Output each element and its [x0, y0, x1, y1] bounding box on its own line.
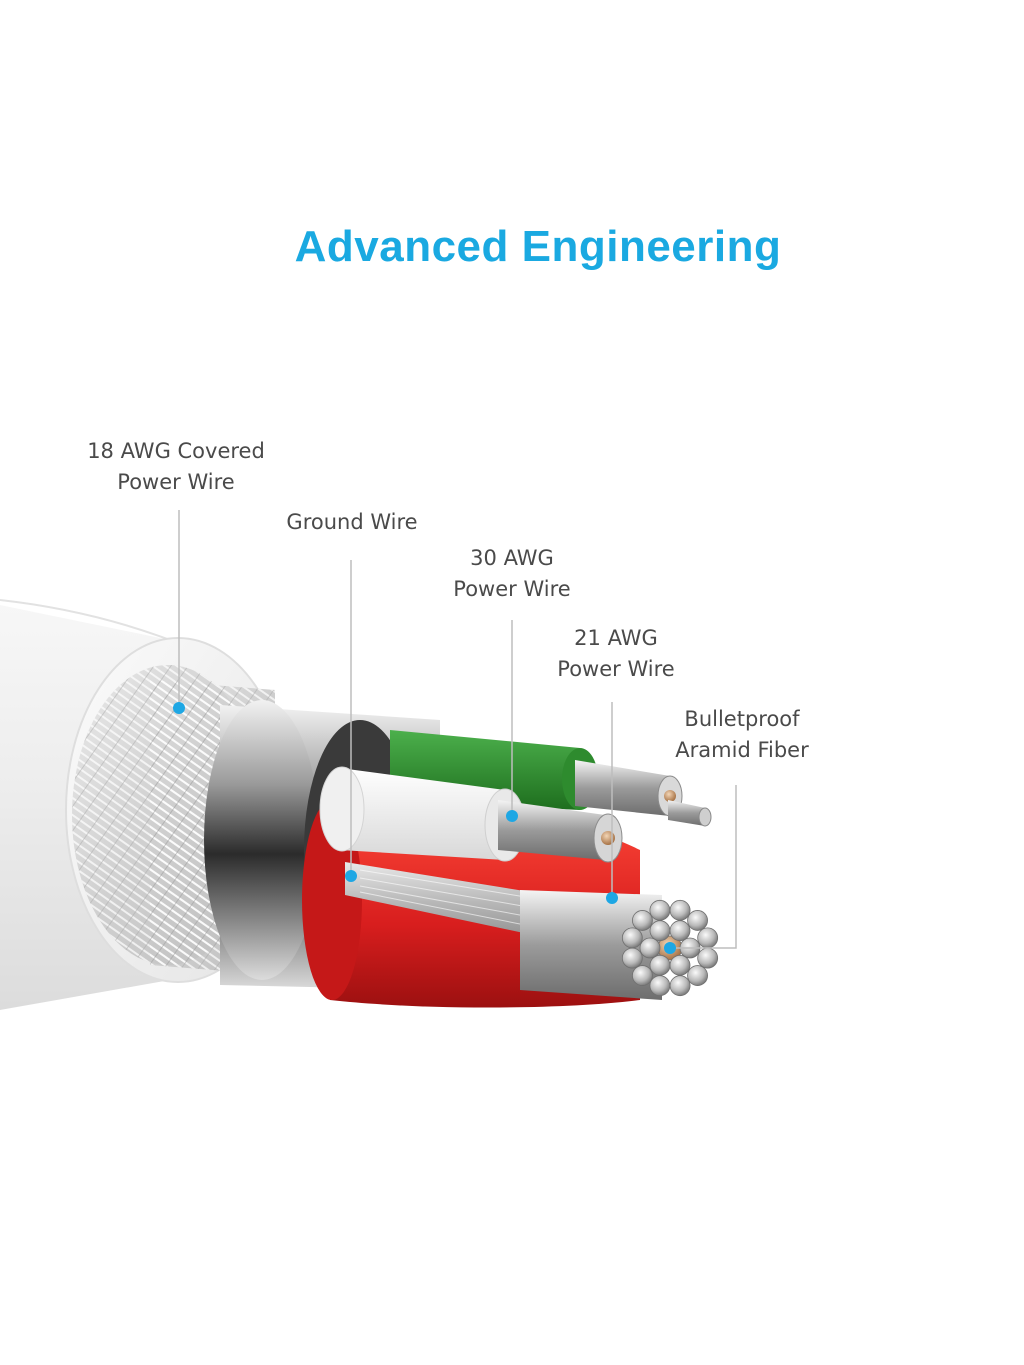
- label-aramid-fiber: Bulletproof Aramid Fiber: [675, 707, 809, 762]
- copper-strand: [649, 954, 671, 976]
- copper-strand: [621, 947, 643, 969]
- leader-line-aramid: [672, 785, 737, 949]
- label-covered-power-wire: 18 AWG Covered Power Wire: [87, 439, 265, 494]
- page-title: Advanced Engineering: [294, 222, 782, 271]
- leader-lines: [178, 510, 737, 949]
- copper-strand: [649, 975, 671, 997]
- copper-strand: [669, 975, 691, 997]
- copper-strand: [632, 910, 653, 931]
- copper-strand: [669, 920, 691, 942]
- copper-strand: [697, 927, 719, 949]
- label-30-awg-power-wire: 30 AWG Power Wire: [453, 546, 571, 601]
- copper-strand: [669, 899, 691, 921]
- marker-21-awg: [606, 892, 618, 904]
- copper-strand: [632, 965, 653, 986]
- marker-covered-power: [173, 702, 185, 714]
- label-ground-wire: Ground Wire: [286, 510, 418, 534]
- marker-ground: [345, 870, 357, 882]
- copper-strand: [669, 954, 691, 976]
- copper-strand: [687, 910, 708, 931]
- white-wire: [319, 766, 623, 863]
- markers: [173, 702, 676, 954]
- copper-strand: [649, 899, 671, 921]
- marker-aramid: [664, 942, 676, 954]
- copper-strand: [697, 947, 719, 969]
- marker-30-awg: [506, 810, 518, 822]
- label-21-awg-power-wire: 21 AWG Power Wire: [557, 626, 675, 681]
- copper-strand: [649, 920, 671, 942]
- 21-awg-bundle: [520, 890, 719, 1000]
- copper-strand: [621, 927, 643, 949]
- copper-strand: [639, 937, 661, 959]
- copper-strand: [687, 965, 708, 986]
